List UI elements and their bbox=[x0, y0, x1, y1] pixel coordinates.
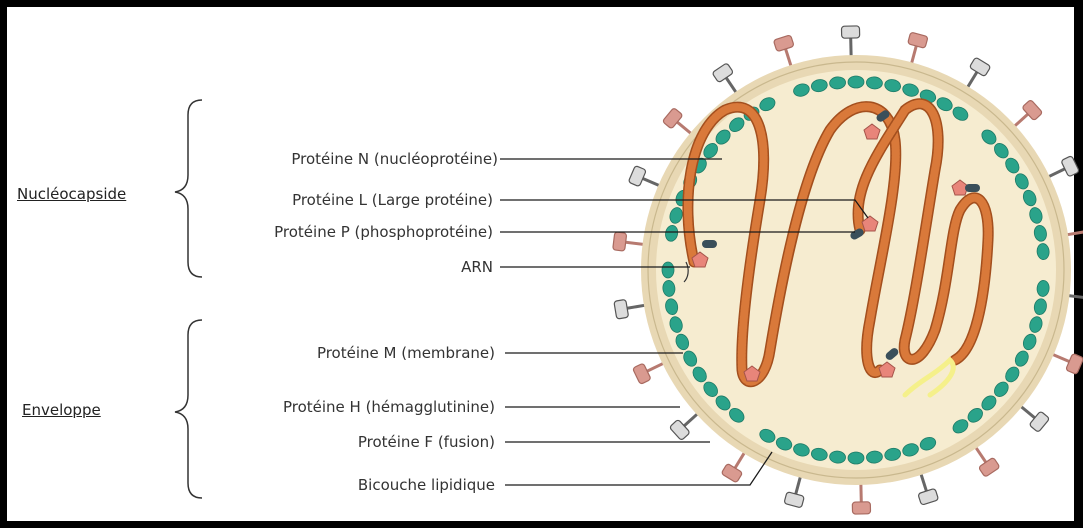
matrix-protein-bead bbox=[848, 76, 864, 88]
hemagglutinin-spike bbox=[628, 165, 661, 186]
brace-enveloppe bbox=[175, 320, 202, 498]
fusion-protein-spike bbox=[975, 446, 1000, 478]
fusion-protein-spike bbox=[613, 232, 646, 251]
fusion-protein-spike bbox=[721, 451, 745, 483]
hemagglutinin-spike bbox=[784, 475, 804, 508]
fusion-protein-spike bbox=[1051, 353, 1083, 374]
fusion-protein-spike bbox=[1013, 99, 1043, 127]
hemagglutinin-spike bbox=[967, 57, 991, 89]
virus-interior bbox=[656, 70, 1056, 470]
fusion-protein-spike bbox=[908, 32, 928, 65]
hemagglutinin-spike bbox=[1047, 156, 1080, 178]
hemagglutinin-spike bbox=[614, 299, 647, 319]
hemagglutinin-spike bbox=[712, 63, 737, 95]
hemagglutinin-spike bbox=[1019, 405, 1049, 432]
hemagglutinin-spike bbox=[669, 412, 699, 440]
matrix-protein-bead bbox=[848, 452, 864, 464]
fusion-protein-spike bbox=[852, 482, 870, 514]
fusion-protein-spike bbox=[773, 35, 794, 68]
brace-nucleocapside bbox=[175, 100, 202, 277]
matrix-protein-bead bbox=[662, 262, 674, 278]
hemagglutinin-spike bbox=[841, 26, 859, 58]
fusion-protein-spike bbox=[662, 108, 692, 135]
fusion-protein-spike bbox=[632, 362, 665, 384]
hemagglutinin-spike bbox=[918, 472, 939, 505]
